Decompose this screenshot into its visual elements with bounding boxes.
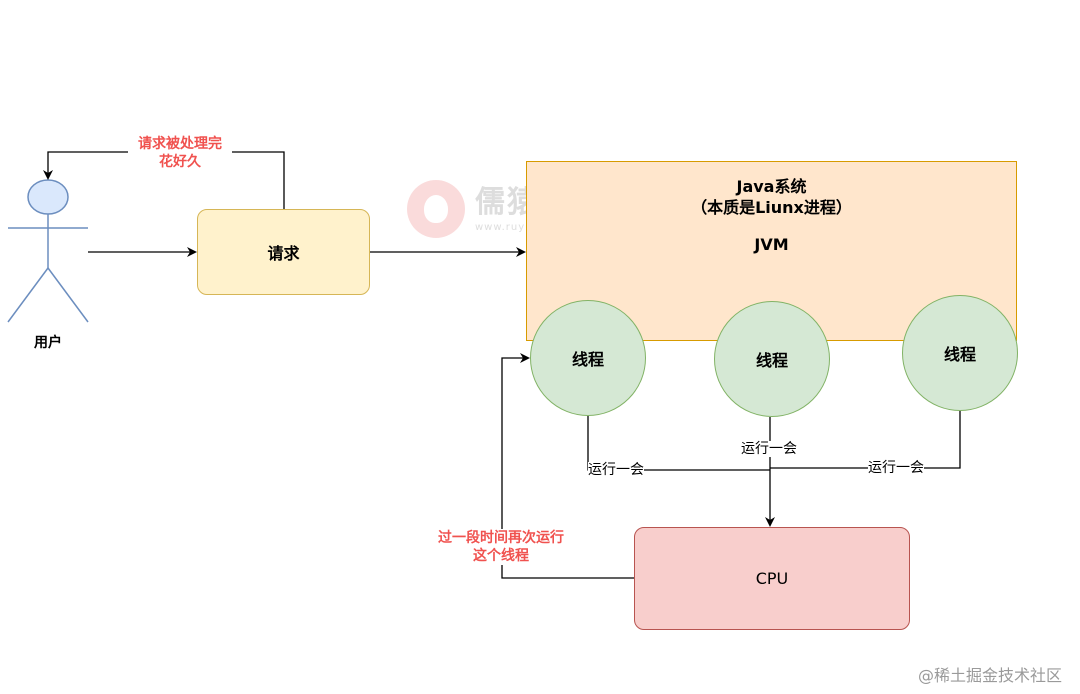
- rerun-line1: 过一段时间再次运行: [438, 530, 564, 546]
- thread-node: 线程: [530, 300, 646, 416]
- edge-thread3-to-cpu: [770, 411, 961, 469]
- footer-credit: @稀土掘金技术社区: [917, 666, 1062, 685]
- run-label: 运行一会: [588, 462, 644, 478]
- thread-node: 线程: [902, 295, 1018, 411]
- request-box: 请求: [197, 209, 370, 295]
- cpu-box: CPU: [634, 527, 910, 630]
- rerun-annotation: 过一段时间再次运行 这个线程: [424, 529, 578, 565]
- jvm-label: JVM: [754, 235, 789, 254]
- thread-node: 线程: [714, 301, 830, 417]
- user-actor-icon: [7, 179, 89, 323]
- request-done-line1: 请求被处理完: [138, 136, 222, 152]
- request-done-annotation: 请求被处理完 花好久: [128, 135, 232, 171]
- request-done-line2: 花好久: [159, 154, 201, 170]
- watermark-logo-icon: [407, 180, 465, 238]
- rerun-line2: 这个线程: [473, 548, 529, 564]
- run-label: 运行一会: [741, 441, 797, 457]
- user-label: 用户: [34, 335, 62, 351]
- edge-cpu-to-thread1: [501, 353, 634, 579]
- run-label: 运行一会: [868, 460, 924, 476]
- jvm-title-line1: Java系统: [736, 177, 807, 196]
- jvm-title-line2: （本质是Liunx进程）: [691, 198, 852, 217]
